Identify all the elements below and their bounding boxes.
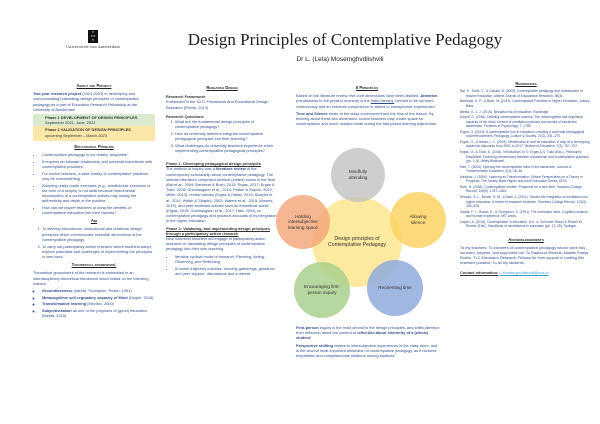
phase1-heading: Phase 1: Developing pedagogical design p… [166,161,261,167]
list-item: Metacognitive self-regulatory capacity o… [42,295,155,300]
reference-item: Biesta, G. J. J. (2015). Beautiful risk … [460,109,550,114]
phase2-title: Phase 2 VALIDATION OF DESIGN PRINCIPLES [45,127,131,133]
list-item: What challenges do university teachers e… [175,143,278,153]
phase2-text: Nine volunteer teachers will engage in p… [166,236,266,252]
principles-text-1: Based on the literature review, five cor… [296,93,438,109]
principles-heading: 5 Principles [355,85,379,90]
acknowledgements-heading: Acknowledgements [508,236,544,242]
principles-bottom: First-person inquiry is the most central… [296,325,441,360]
reference-item: Varela, F. J., Rosch, E., & Thompson, E.… [460,209,588,219]
contact-info: Contact information: L.Mosemghvdlishvili… [460,269,549,275]
problem-list: Contemplative pedagogy is not readily 'a… [33,152,155,215]
list-item: Iterative cyclical mode of research: Pla… [175,254,278,264]
reference-item: Roth, H. (2006). Contemplative studies: … [460,185,582,194]
list-item: Adopting ready-made exercises (e.g., min… [42,183,155,204]
reference-item: Bai, H., Scott, C., & Donald, B. (2009).… [460,89,583,98]
about-heading: About the Project [76,83,112,88]
questions-list: What are the fundamental design principl… [166,119,278,153]
framework-list: Groundlessness (Varela, Thompson, Rosch,… [33,288,155,319]
phase2-list: Iterative cyclical mode of research: Pla… [166,254,278,276]
reference-item: Shapiro, S. L., Brown, K. W., & Astin, J… [460,195,588,208]
list-item: For novice teachers, a wide variety of c… [42,171,155,181]
reference-item: Ergas, O. (2019). A contemplative turn i… [460,129,585,139]
framework-text: Embedded in the SoTL Framework and Educa… [166,99,269,110]
list-item: Transformative learning (Mezirov, 2000) [42,301,155,306]
acknowledgements-text: To my teachers; To pioneers of contempla… [460,244,589,266]
circle-encouraging-inquiry: Encouraging first-person inquiry [294,262,350,318]
principles-text-2: Time and Silence relate to the class env… [296,110,438,127]
list-item: It requires an intimate relationship and… [42,159,155,169]
contact-email-link[interactable]: L.Mosemghvdlishvili@uva.nl [499,269,549,275]
list-item: Groundlessness (Varela, Thompson, Rosch,… [42,288,155,293]
column-design: Research Design Research Framework Embed… [166,82,278,278]
reference-item: Dorjee, D. (2016). Defining contemplativ… [460,115,584,129]
column-references: References Bai, H., Scott, C., & Donald,… [460,78,592,277]
column-principles: 5 Principles Based on the literature rev… [296,82,438,128]
list-item: To develop educational, instructional an… [42,226,155,242]
reference-item: Ergas, O., & Todd, S. (2016). Introducti… [460,150,589,163]
phase1-title: Phase 1 DEVELOPMENT OF DESIGN PRINCIPLES [45,115,138,121]
circle-holding-space: Holding intersubjective learning space [276,195,330,249]
references-list: Bai, H., Scott, C., & Donald, B. (2009).… [460,89,592,228]
reference-item: Hart, T. (2004). Opening the contemplati… [460,164,572,174]
reference-item: Barbezat, D. P., & Bush, M. (2014). Cont… [460,99,591,108]
phase1-box: Phase 1 DEVELOPMENT OF DESIGN PRINCIPLES… [33,114,155,127]
column-about: About the Project Two-year research proj… [33,80,155,321]
list-item: Subjectivization as one of the purposes … [42,308,155,318]
circle-reorienting-time: Reorienting time [367,260,423,316]
list-item: To carry out participatory action resear… [42,244,155,260]
list-item: Contemplative pedagogy is not readily 'a… [42,152,155,157]
aim-heading: Aim [90,218,98,224]
list-item: How can we inspire teachers to bring the… [42,205,155,215]
reference-item: Ergas, O., & Hadar, L. L. (2019). Mindfu… [460,140,590,149]
phase2-dates: upcoming September – March 2023 [45,132,107,138]
list-item: What are the fundamental design principl… [175,119,278,129]
framework-intro: Theoretical groundwork of the research i… [33,270,149,286]
phase1-text: The method of inquiry was a literature r… [166,166,277,224]
phase2-box: Phase 2 VALIDATION OF DESIGN PRINCIPLES … [33,126,155,141]
questions-title: Research Questions [166,113,204,119]
list-item: 6-month trajectory includes: monthly gat… [175,266,278,276]
principles-text-4: Perspective shifting relates to intersub… [296,342,438,359]
problem-heading: Educational Problem [74,143,114,149]
phase1-dates: September 2021- June, 2022 [45,120,96,126]
reference-item: Zajonc, A. (2016). Contemplation in educ… [460,220,583,229]
references-heading: References [515,81,537,86]
list-item: How do university teachers integrate con… [175,131,278,141]
aim-list: To develop educational, instructional an… [33,226,155,259]
phase2-heading: Phase 2: Validating, and implementing de… [166,225,270,236]
circle-allowing-silence: Allowing silence [390,192,446,248]
logo-emblem-icon: ✕✕✕✕ [88,30,98,43]
poster-title: Design Principles of Contemplative Pedag… [187,30,503,49]
circle-mindfully-attending: Mindfully attending [331,148,385,202]
university-logo: ✕✕✕✕ Universiteit van Amsterdam [38,30,148,49]
about-intro: Two-year research project (2021-2023) in… [33,91,139,112]
framework-title: Research Framework [166,94,206,100]
logo-text: Universiteit van Amsterdam [66,45,120,49]
author: Dr L. (Lela) Mosemghvdlishvili [296,56,384,63]
reference-item: Mezirow, J. (2000). Learning as Transfor… [460,175,583,184]
design-heading: Research Design [206,85,238,90]
framework-heading: Theoretical framework: [71,262,117,268]
principles-text-3: First-person inquiry is the most central… [296,325,440,341]
